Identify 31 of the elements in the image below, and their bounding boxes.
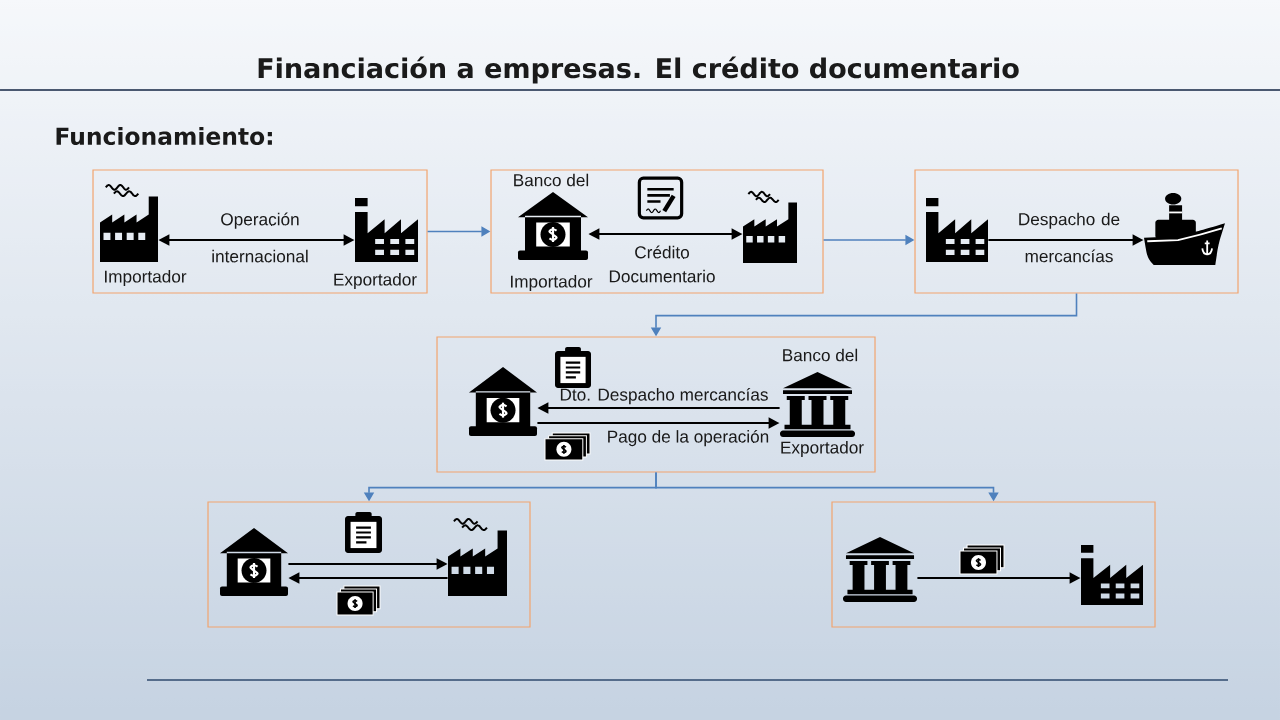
icon-label: Importador bbox=[511, 275, 593, 292]
edge-label: Crédito Documentario bbox=[609, 245, 715, 283]
bank-icon bbox=[469, 367, 537, 436]
edge-label: Despacho de mercancías bbox=[1019, 212, 1120, 263]
edge-label: Pago de la operación bbox=[608, 429, 769, 447]
factory-icon bbox=[926, 198, 988, 262]
bank-icon bbox=[220, 528, 288, 596]
factory-icon bbox=[1081, 545, 1143, 605]
section-heading: Funcionamiento: bbox=[56, 126, 272, 146]
factory-icon bbox=[100, 184, 158, 262]
ship-icon bbox=[1144, 193, 1225, 265]
factory-icon bbox=[448, 518, 507, 596]
panel-frame bbox=[92, 169, 428, 294]
panel-frame bbox=[207, 501, 531, 628]
bank-icon bbox=[843, 537, 917, 602]
panel-frame bbox=[436, 336, 876, 473]
edge-label: Operación internacional bbox=[212, 212, 308, 263]
bank-icon bbox=[780, 372, 855, 437]
edge-label: Dto. Despacho mercancías bbox=[560, 387, 768, 405]
panel-frame bbox=[831, 501, 1156, 628]
bank-icon bbox=[518, 192, 588, 260]
icon-label: Banco del bbox=[514, 173, 589, 187]
icon-label: Exportador bbox=[781, 441, 864, 458]
panel-frame bbox=[914, 169, 1239, 294]
icon-label: Importador bbox=[105, 270, 187, 287]
icon-label: Banco del bbox=[783, 348, 858, 362]
panel-frame bbox=[490, 169, 824, 294]
factory-icon bbox=[355, 198, 418, 262]
icon-label: Exportador bbox=[334, 273, 417, 290]
factory-icon bbox=[743, 190, 797, 263]
title: Financiación a empresas. El crédito documentario bbox=[258, 56, 1019, 84]
